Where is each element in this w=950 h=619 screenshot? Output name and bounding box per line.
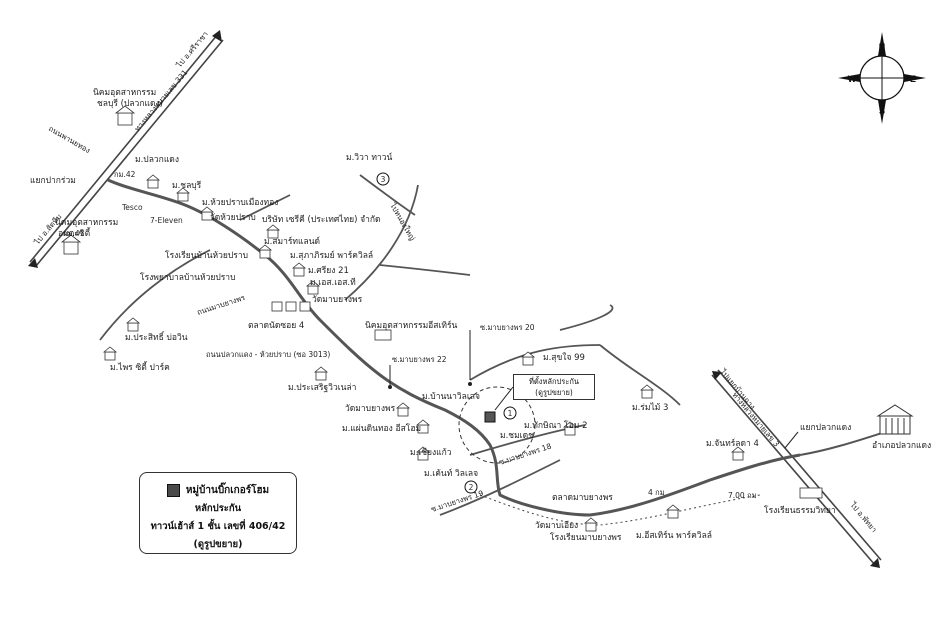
- highway-3: [711, 369, 882, 566]
- road-label: ซ.มาบยางพร 22: [392, 355, 447, 364]
- place-label: บริษัท เซรีคี (ประเทศไทย) จำกัด: [262, 214, 381, 225]
- place-label: แยกปลวกแดง: [800, 423, 851, 433]
- place-label: ม.เค้นท์ วิลเลจ: [424, 468, 478, 479]
- place-label: แยกปากร่วม: [30, 176, 76, 186]
- legend-line2: หลักประกัน: [194, 503, 242, 514]
- road-label: ถนนปลวกแดง - ห้วยปราบ (ซอ 3013): [206, 350, 330, 359]
- road-label: กม.41: [63, 229, 85, 238]
- svg-text:W: W: [848, 74, 857, 84]
- place-label: ม.เชียงแก้ว: [410, 447, 452, 458]
- road-label: ถนนพานยทอง: [47, 124, 92, 155]
- place-label: ม.ประสิทธิ์ บ่อวิน: [125, 331, 188, 343]
- project-area-circle: [458, 386, 536, 464]
- place-label: โรงเรียนธรรมวิทยา: [764, 505, 836, 516]
- legend-box: หมู่บ้านบิ๊กเกอร์โฮม หลักประกัน ทาวน์เฮ้…: [139, 472, 297, 554]
- place-label: ตลาดมาบยางพร: [552, 493, 613, 503]
- road-amphoe: [799, 431, 886, 456]
- place-label: อมตะซิตี้: [58, 227, 91, 239]
- svg-text:3: 3: [381, 175, 386, 184]
- road-label: ซ.มาบยางพร 19: [430, 488, 485, 513]
- legend-title-row: หมู่บ้านบิ๊กเกอร์โฮม: [140, 483, 296, 498]
- place-label: ม.ไพร ซิตี้ ปาร์ค: [110, 361, 170, 373]
- svg-text:2: 2: [469, 483, 474, 492]
- place-label: นิคมอุตสาหกรรมอีสเทิร์น: [365, 320, 458, 331]
- marker-2[interactable]: 2: [464, 480, 478, 494]
- svg-text:N: N: [879, 42, 886, 52]
- place-label: อำเภอปลวกแดง: [872, 441, 931, 451]
- main-road: [107, 178, 801, 517]
- project-marker[interactable]: [484, 411, 496, 423]
- place-label: ชลบุรี (ปลวกแดง): [97, 98, 163, 109]
- arrow-icon: [712, 371, 722, 380]
- place-label: วัดห้วยปราบ: [210, 212, 256, 223]
- marker-3[interactable]: 3: [376, 172, 390, 186]
- place-label: ม.จันทร์ลดา 4: [706, 438, 759, 449]
- place-label: ม.ชลบุรี: [172, 180, 202, 191]
- road-label: ไป อ.พัทยา: [848, 500, 879, 534]
- place-label: ม.ร่มไม้ 3: [632, 402, 668, 413]
- place-label: ม.สุขใจ 99: [543, 352, 585, 363]
- callout-title: ที่ตั้งหลักประกัน: [528, 377, 580, 386]
- place-label: นิคมอุตสาหกรรม: [93, 88, 156, 98]
- place-label: ตลาดนัดซอย 4: [248, 321, 304, 331]
- place-label: ม.ทักษิณา โฮม 2: [524, 420, 587, 431]
- road-label: ซ.มาบยางพร 20: [480, 323, 535, 332]
- legend-line1: หมู่บ้านบิ๊กเกอร์โฮม: [185, 485, 270, 496]
- house-icon: [60, 105, 823, 532]
- secondary-roads: [99, 174, 681, 516]
- place-label: ม.ชมเดช: [500, 431, 534, 441]
- arrow-icon: [870, 558, 880, 568]
- place-label: ม.ศรียง 21: [308, 265, 349, 276]
- place-label: โรงเรียนมาบยางพร: [550, 532, 622, 543]
- place-label: นิคมอุตสาหกรรม: [55, 218, 118, 228]
- place-label: วัดมาบเอียง: [535, 520, 578, 531]
- place-label: โรงเรียนบ้านห้วยปราบ: [165, 250, 248, 261]
- place-label: ม.ประเสริฐวิวเนล่า: [288, 383, 356, 393]
- place-label: ม.แผ่นดินทอง อีสโฮม: [342, 423, 421, 434]
- place-label: โรงพยาบาลบ้านห้วยปราบ: [140, 272, 235, 283]
- place-label: วัดมาบยางพร: [345, 404, 396, 414]
- place-label: ม.เอส.เอส.ที: [310, 277, 356, 288]
- place-label: วัดมาบยางพร: [312, 295, 363, 305]
- legend-line4: (ดูรูปขยาย): [193, 539, 243, 550]
- place-label: ม.ห้วยปราบเมืองทอง: [202, 197, 278, 208]
- svg-text:1: 1: [508, 409, 513, 418]
- place-label: ม.อีสเทิร์น พาร์ควิลล์: [636, 530, 712, 541]
- svg-text:S: S: [879, 106, 885, 116]
- legend-swatch: [166, 484, 180, 497]
- road-label: 7.00 กม: [728, 491, 757, 500]
- highway-331: [29, 33, 224, 267]
- marker-1[interactable]: 1: [503, 406, 517, 420]
- arrow-icon: [28, 258, 38, 268]
- road-label: ถนนมาบยางพร: [196, 293, 246, 317]
- place-label: ม.ปลวกแดง: [135, 155, 179, 165]
- place-label: ม.วิวา ทาวน์: [346, 152, 392, 163]
- road-label: กม.42: [114, 170, 136, 179]
- place-label: Tesco: [121, 203, 143, 212]
- legend-line3: ทาวน์เฮ้าส์ 1 ชั้น เลขที่ 406/42: [150, 521, 286, 532]
- arrow-icon: [212, 30, 222, 42]
- dotted-route: [479, 494, 761, 526]
- callout-subtitle: (ดูรูปขยาย): [535, 388, 573, 397]
- project-callout: ที่ตั้งหลักประกัน (ดูรูปขยาย): [513, 374, 595, 400]
- svg-text:E: E: [910, 74, 916, 84]
- place-label: ม.บ้านนาวิลเลจ: [422, 391, 480, 402]
- compass-icon: N S W E: [838, 32, 926, 124]
- road-label: 4 กม: [648, 488, 665, 497]
- place-label: ม.สุภาภิรมย์ พาร์ควิลล์: [290, 250, 373, 261]
- place-label: ม.สมาร์ทแลนด์: [264, 236, 320, 247]
- government-building-icon: [876, 404, 914, 435]
- place-label: 7-Eleven: [150, 216, 183, 225]
